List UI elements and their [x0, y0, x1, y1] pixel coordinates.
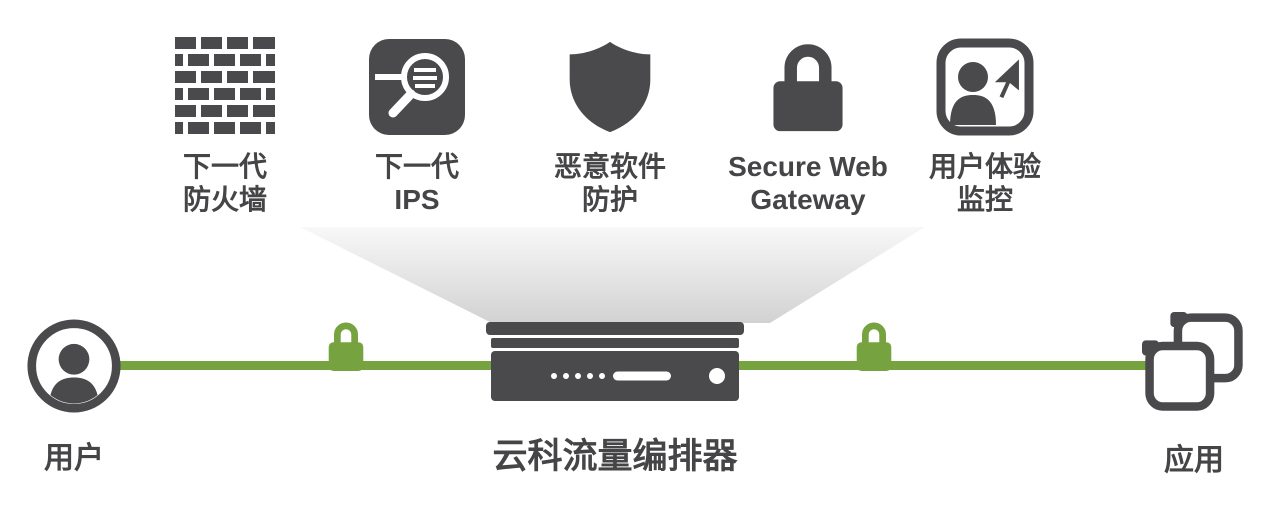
- service-next-gen-ips: 下一代 IPS: [322, 24, 512, 216]
- padlock-icon: [713, 24, 903, 138]
- shield-icon: [515, 24, 705, 138]
- service-label-line2: 防护: [581, 184, 638, 215]
- service-label-line1: 下一代: [374, 151, 459, 182]
- inspection-magnifier-icon: [322, 24, 512, 138]
- service-user-experience-monitoring: 用户体验 监控: [890, 24, 1080, 216]
- service-label-line1: 恶意软件: [553, 151, 666, 182]
- device-drive-slot: [613, 371, 671, 381]
- service-secure-web-gateway: Secure Web Gateway: [713, 24, 903, 216]
- service-next-gen-firewall: 下一代 防火墙: [130, 24, 320, 216]
- service-label-line2: Gateway: [750, 184, 866, 215]
- service-label: 下一代 IPS: [322, 150, 512, 216]
- device-top-bar: [491, 338, 739, 348]
- service-malware-protection: 恶意软件 防护: [515, 24, 705, 216]
- service-label-line1: 下一代: [182, 151, 267, 182]
- user-cursor-icon: [890, 24, 1080, 138]
- traffic-orchestrator-device: [486, 322, 744, 401]
- device-led-dots: [551, 373, 605, 379]
- service-label: 用户体验 监控: [890, 150, 1080, 216]
- service-label: 下一代 防火墙: [130, 150, 320, 216]
- left-green-lock-icon: [322, 320, 370, 379]
- service-label-line1: Secure Web: [728, 151, 888, 182]
- service-label: Secure Web Gateway: [713, 150, 903, 216]
- funnel-shape: [300, 227, 925, 323]
- service-label-line1: 用户体验: [928, 151, 1041, 182]
- endpoint-user: 用户: [18, 318, 130, 477]
- application-windows-icon: [1138, 312, 1250, 421]
- device-lid: [486, 322, 744, 335]
- service-label-line2: 监控: [956, 184, 1013, 215]
- device-chassis: [491, 351, 739, 401]
- user-icon: [18, 318, 130, 419]
- service-label-line2: IPS: [394, 184, 440, 215]
- right-green-lock-icon: [850, 320, 898, 379]
- user-label: 用户: [44, 442, 104, 475]
- service-label-line2: 防火墙: [182, 184, 267, 215]
- application-label: 应用: [1164, 444, 1224, 477]
- endpoint-application: 应用: [1138, 312, 1250, 479]
- device-label: 云科流量编排器: [492, 437, 738, 476]
- firewall-brick-wall-icon: [130, 24, 320, 138]
- service-label: 恶意软件 防护: [515, 150, 705, 216]
- device-power-button: [709, 368, 725, 384]
